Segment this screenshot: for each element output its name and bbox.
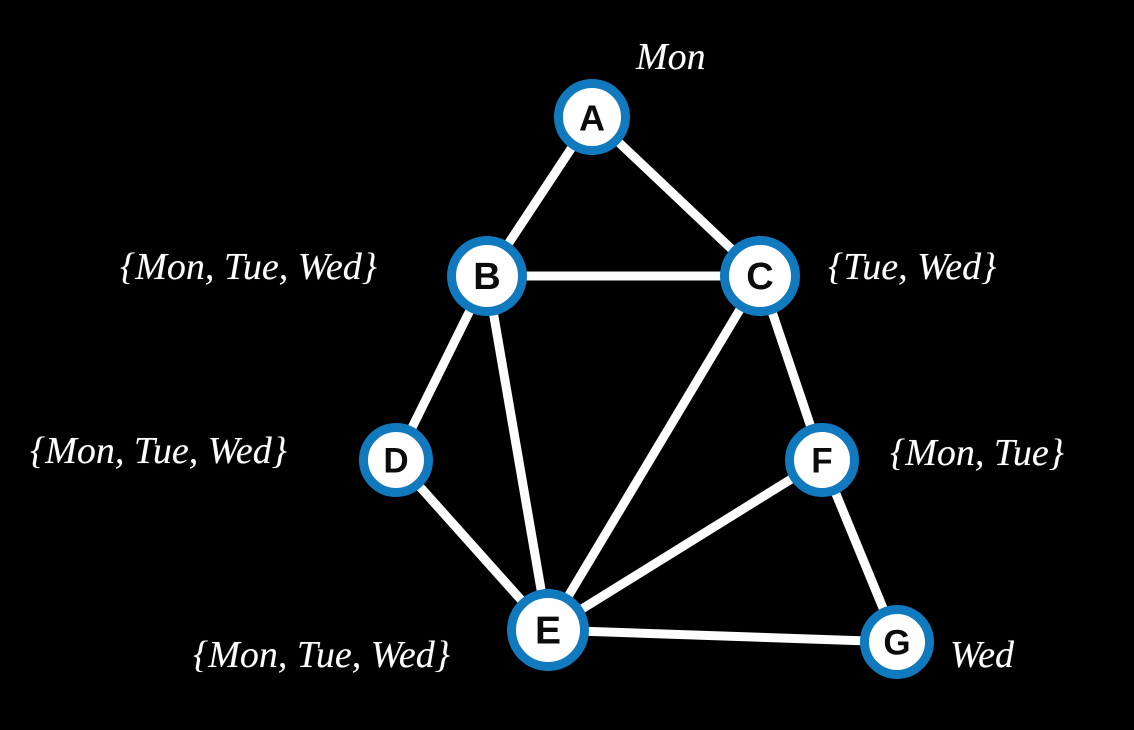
node-letter-g: G xyxy=(883,624,910,663)
nodes-group: A B C D F E G xyxy=(359,79,934,679)
graph-node-e[interactable]: E xyxy=(507,589,589,671)
node-letter-a: A xyxy=(579,98,605,139)
node-circle-c xyxy=(720,236,800,316)
node-circle-b xyxy=(447,236,527,316)
domain-label-c: {Tue, Wed} xyxy=(828,246,997,288)
graph-edge-e-g xyxy=(543,625,902,647)
domain-label-f: {Mon, Tue} xyxy=(890,432,1064,474)
node-circle-e xyxy=(507,589,589,671)
domain-label-d: {Mon, Tue, Wed} xyxy=(30,430,287,472)
node-circle-d xyxy=(359,423,433,497)
domain-label-a: Mon xyxy=(636,36,706,78)
graph-node-f[interactable]: F xyxy=(785,423,859,497)
node-letter-d: D xyxy=(383,442,408,481)
node-circle-g xyxy=(860,605,934,679)
domain-label-b: {Mon, Tue, Wed} xyxy=(120,246,377,288)
graph-node-d[interactable]: D xyxy=(359,423,433,497)
node-letter-c: C xyxy=(746,256,773,298)
domain-label-g: Wed xyxy=(950,634,1015,676)
node-circle-a xyxy=(554,79,630,155)
graph-edge-e-f xyxy=(543,455,827,635)
graph-node-c[interactable]: C xyxy=(720,236,800,316)
node-letter-b: B xyxy=(473,256,500,298)
graph-node-a[interactable]: A xyxy=(554,79,630,155)
graph-node-g[interactable]: G xyxy=(860,605,934,679)
graph-node-b[interactable]: B xyxy=(447,236,527,316)
node-circle-f xyxy=(785,423,859,497)
node-letter-f: F xyxy=(811,442,832,481)
graph-edge-c-e xyxy=(543,271,765,635)
edges-group xyxy=(391,112,902,647)
domain-label-e: {Mon, Tue, Wed} xyxy=(193,634,450,676)
graph-edge-b-e xyxy=(482,271,553,635)
node-letter-e: E xyxy=(535,610,561,653)
